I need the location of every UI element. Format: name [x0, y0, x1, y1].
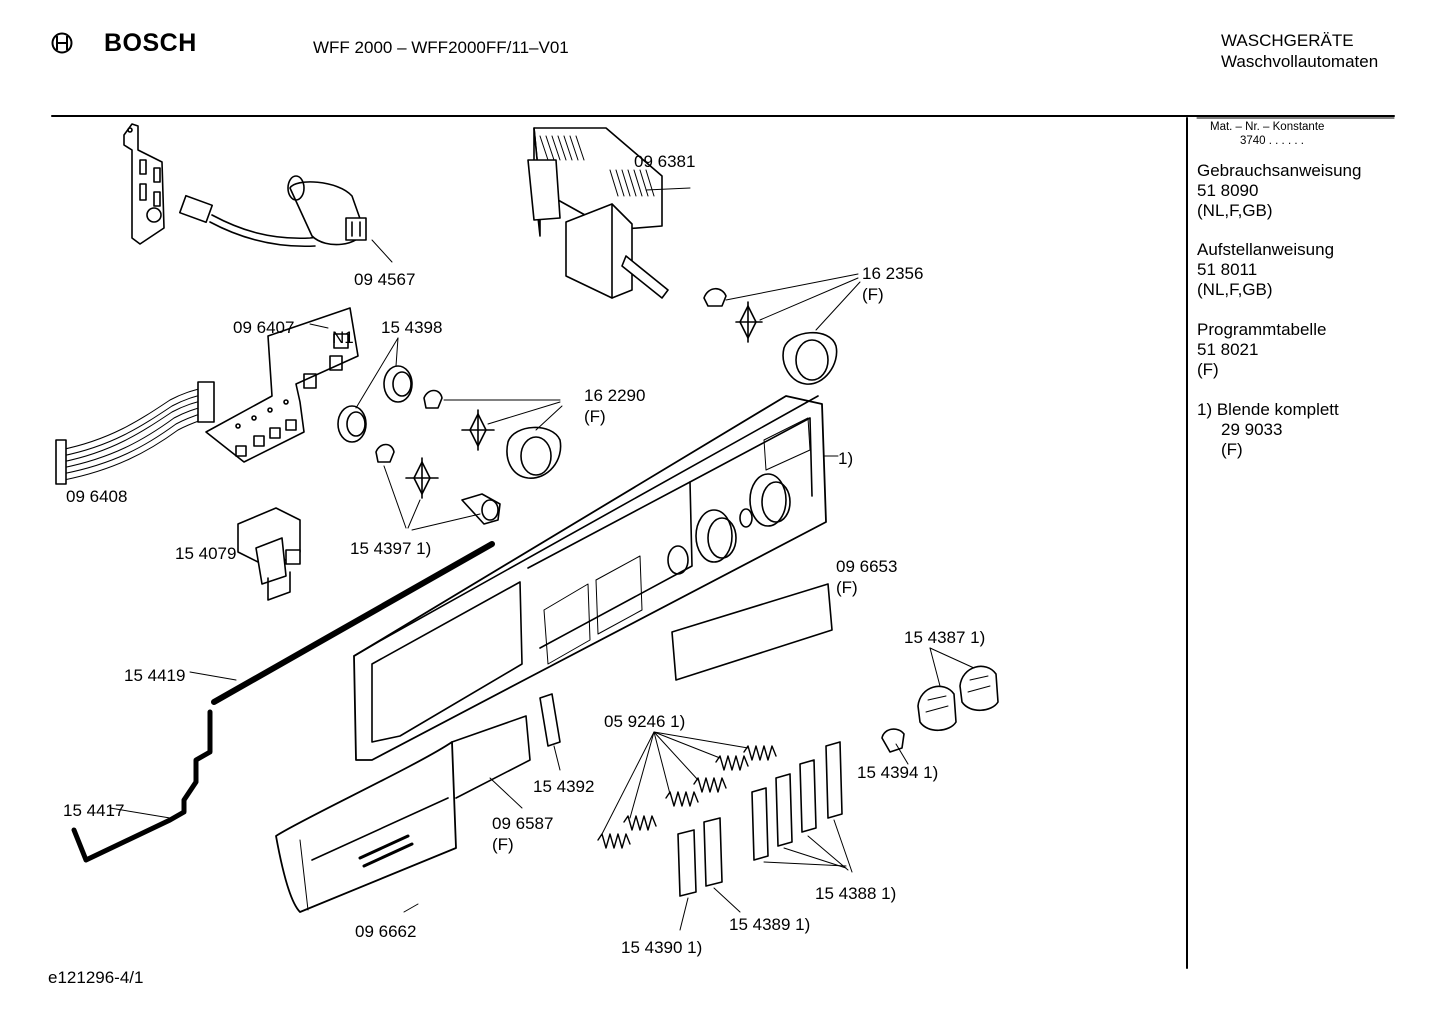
- springs: [597, 731, 777, 849]
- footnote-number: 29 9033: [1221, 420, 1283, 439]
- doc-title: Aufstellanweisung: [1197, 240, 1335, 259]
- slider-part: [539, 693, 561, 771]
- part-label: 15 4388 1): [815, 884, 897, 903]
- push-buttons: [677, 741, 853, 931]
- part-label: 09 4567: [354, 270, 416, 289]
- doc-number: 51 8090: [1197, 181, 1259, 200]
- control-panel-fascia: [353, 395, 839, 761]
- rotary-knobs: [917, 647, 999, 732]
- display-window: [671, 583, 833, 681]
- part-label: 05 9246 1): [604, 712, 686, 731]
- part-label: 15 4398: [381, 318, 443, 337]
- knob-assembly-top: [703, 273, 861, 385]
- part-label: 1): [838, 449, 854, 468]
- category-subtitle: Waschvollautomaten: [1221, 52, 1379, 71]
- ribbon-cable: [55, 381, 215, 485]
- knob-assembly-middle: [423, 389, 563, 479]
- part-label: 09 6408: [66, 487, 128, 506]
- part-note: (F): [584, 407, 606, 426]
- doc-language: (F): [1197, 360, 1219, 379]
- part-label: 15 4397 1): [350, 539, 432, 558]
- doc-language: (NL,F,GB): [1197, 280, 1273, 299]
- detergent-drawer: [275, 715, 531, 913]
- part-note: (F): [836, 578, 858, 597]
- circuit-board: [205, 307, 359, 463]
- capacitor: [178, 175, 393, 263]
- part-label: 16 2290: [584, 386, 646, 405]
- part-label: 15 4394 1): [857, 763, 939, 782]
- part-label: 09 6653: [836, 557, 898, 576]
- knob-pair: [337, 337, 413, 443]
- mat-nr-value: 3740 . . . . . .: [1240, 135, 1304, 147]
- part-note: (F): [492, 835, 514, 854]
- model-title: WFF 2000 – WFF2000FF/11–V01: [313, 38, 569, 57]
- part-label: 15 4417: [63, 801, 125, 820]
- part-label: 09 6662: [355, 922, 417, 941]
- small-knob: [881, 728, 909, 765]
- mat-nr-title: Mat. – Nr. – Konstante: [1210, 121, 1325, 133]
- part-label: 15 4390 1): [621, 938, 703, 957]
- part-label: 09 6587: [492, 814, 554, 833]
- brand-logo-text: BOSCH: [104, 29, 197, 57]
- knob-assembly-lower: [375, 443, 501, 531]
- doc-number: 51 8011: [1197, 260, 1258, 279]
- seal-strip: [211, 541, 495, 705]
- doc-title: Programmtabelle: [1197, 320, 1327, 339]
- bosch-armature-logo-icon: [51, 32, 73, 54]
- part-note: (F): [862, 285, 884, 304]
- part-label: 15 4392: [533, 777, 595, 796]
- part-label: 09 6407: [233, 318, 295, 337]
- mounting-bracket: [123, 123, 165, 245]
- category-title: WASCHGERÄTE: [1221, 31, 1354, 50]
- drawing-id: e121296-4/1: [48, 968, 144, 987]
- doc-title: Gebrauchsanweisung: [1197, 161, 1362, 180]
- part-label: 16 2356: [862, 264, 924, 283]
- doc-number: 51 8021: [1197, 340, 1259, 359]
- doc-language: (NL,F,GB): [1197, 201, 1273, 220]
- door-rod: [71, 709, 213, 863]
- part-label: 15 4079: [175, 544, 237, 563]
- door-switch: [237, 507, 301, 601]
- part-label: 15 4387 1): [904, 628, 986, 647]
- footnote-language: (F): [1221, 440, 1243, 459]
- part-label: 15 4389 1): [729, 915, 811, 934]
- part-label: 09 6381: [634, 152, 696, 171]
- part-label: 15 4419: [124, 666, 186, 685]
- program-selector-unit: [527, 127, 691, 299]
- footnote-title: 1) Blende komplett: [1197, 400, 1339, 419]
- part-label: N1: [332, 328, 354, 347]
